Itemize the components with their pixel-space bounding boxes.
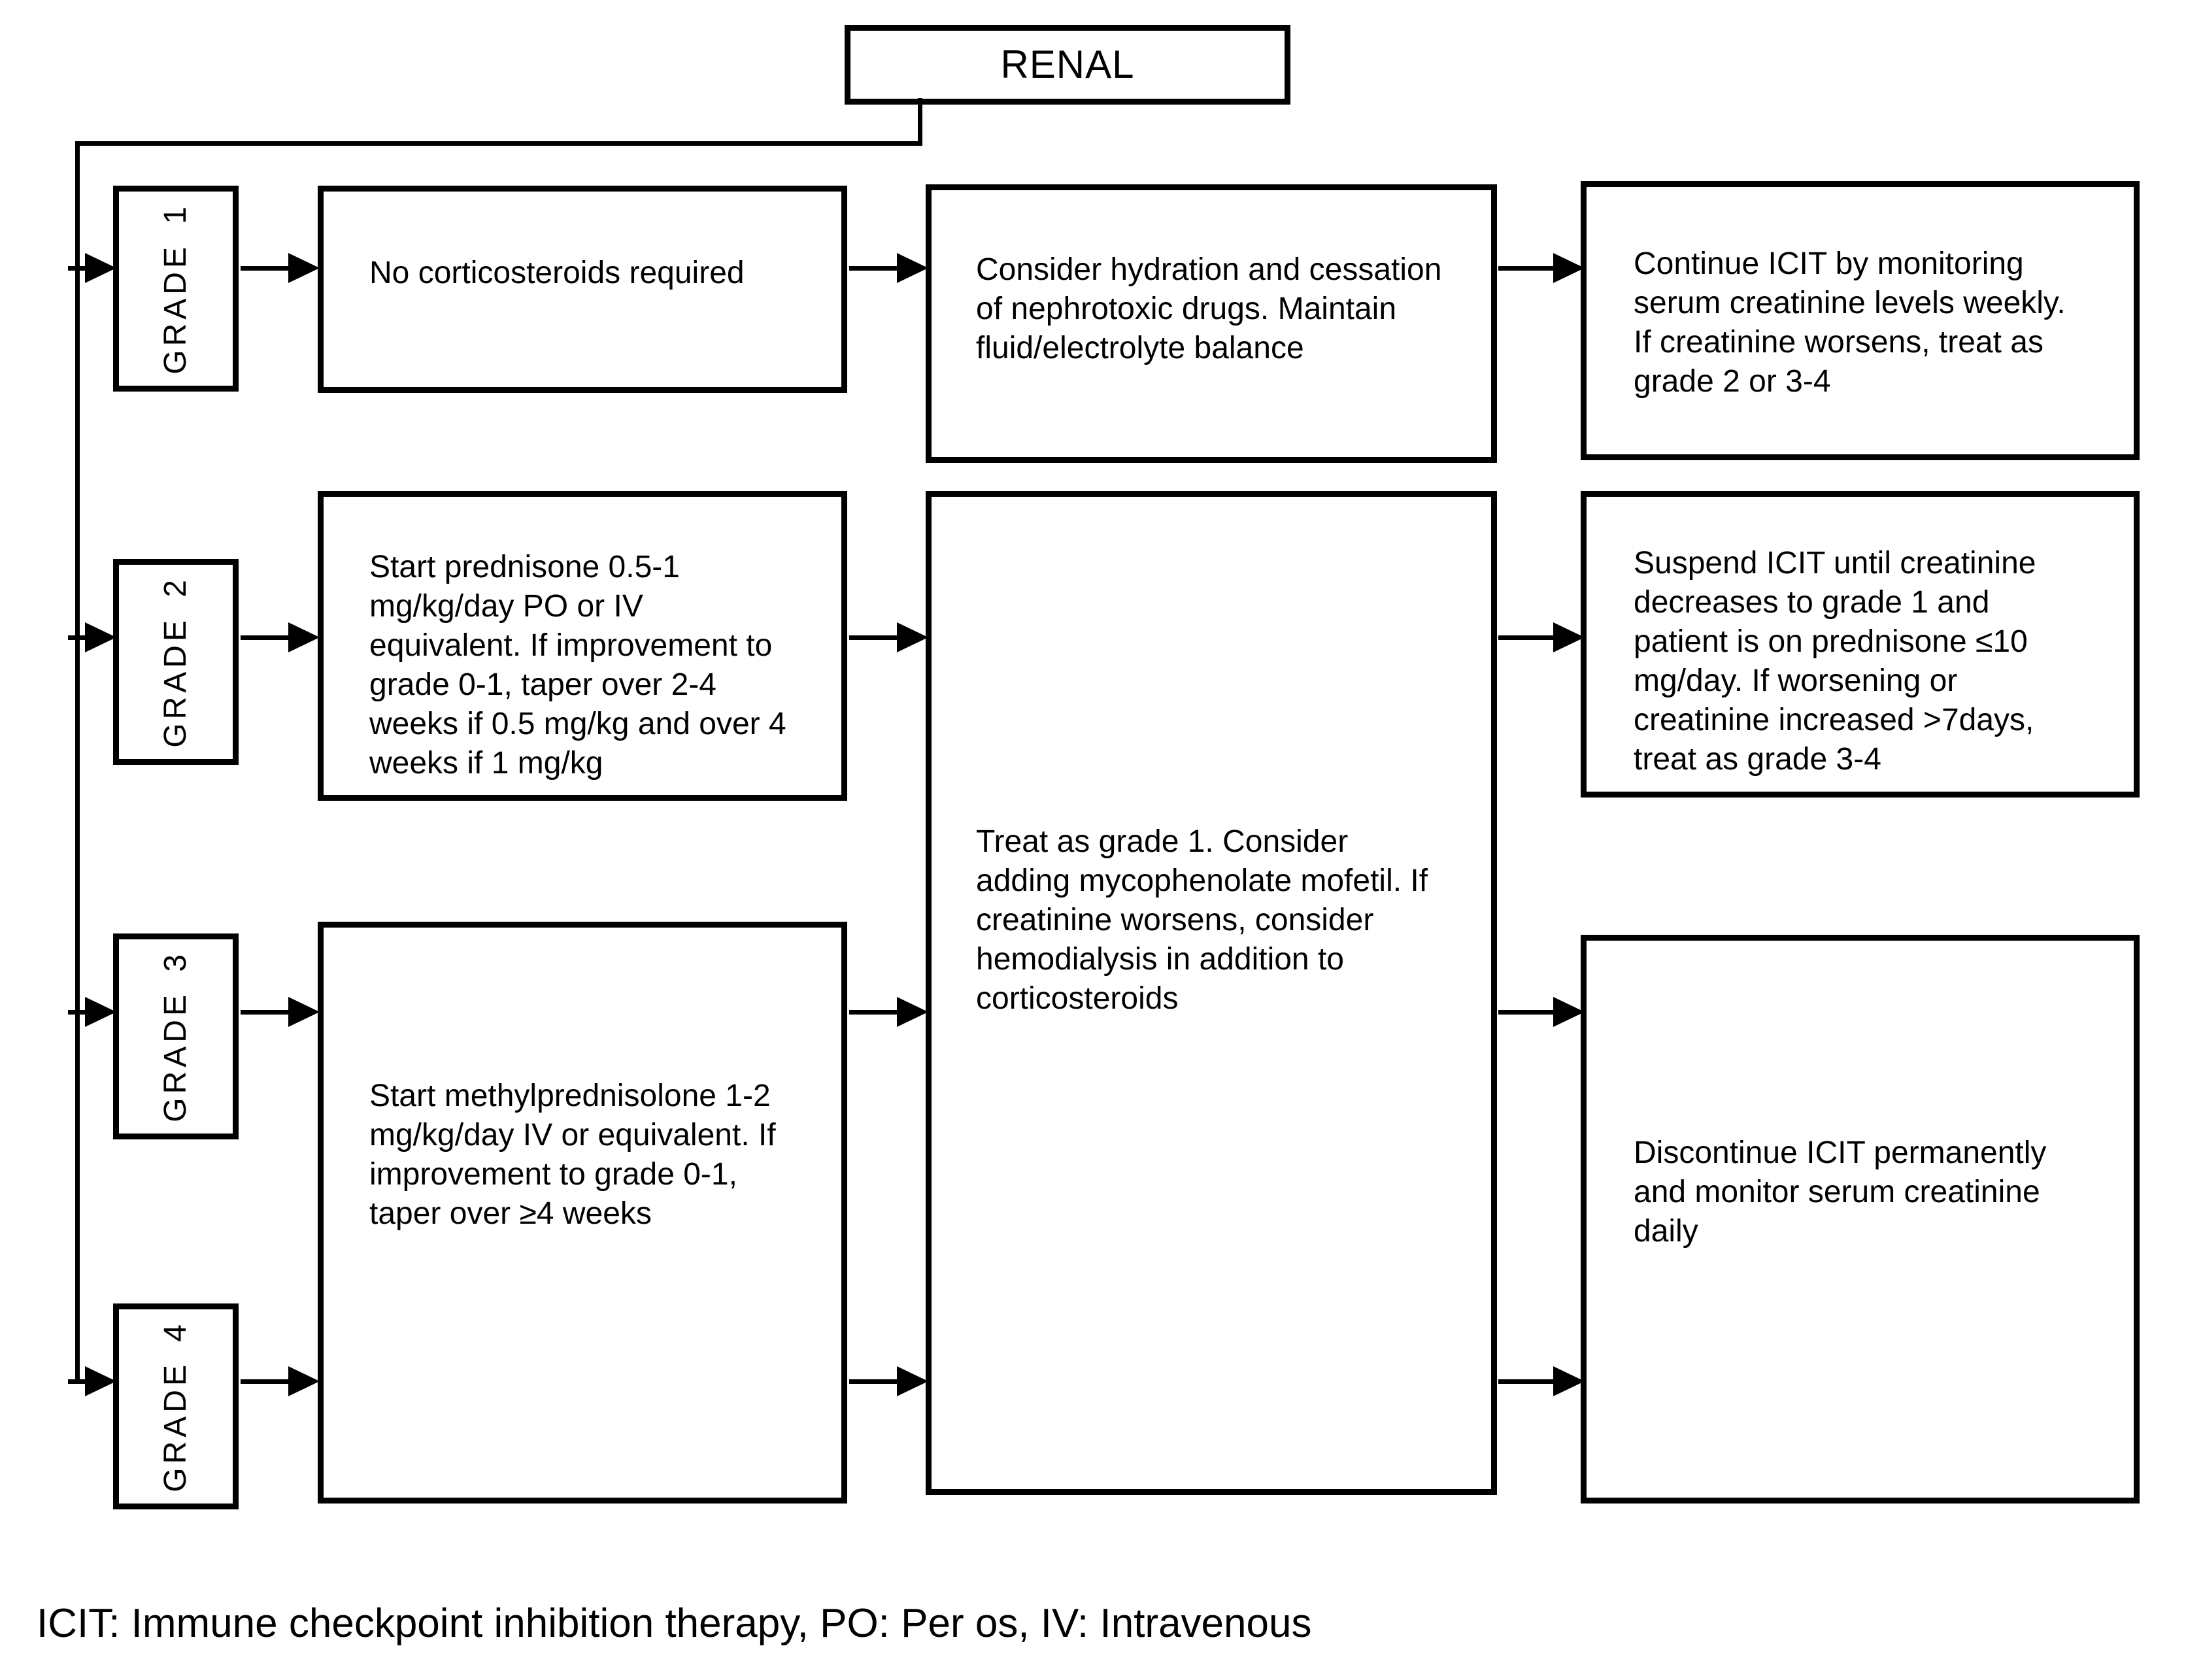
root-node-label: RENAL — [1000, 42, 1135, 86]
grade234-escalation-box: Treat as grade 1. Consider adding mycoph… — [926, 491, 1497, 1495]
grade2-treatment-text: Start prednisone 0.5-1 mg/kg/day PO or I… — [369, 550, 786, 781]
grade2-icit-decision-text: Suspend ICIT until creatinine decreases … — [1634, 546, 2036, 777]
connector-trunk-vertical-line — [75, 141, 80, 1384]
grade1-treatment-box: No corticosteroids required — [318, 186, 847, 393]
flow-arrow-trunk-to-grade1 — [68, 253, 116, 283]
connector-trunk-horizontal-line — [75, 141, 922, 146]
grade34-icit-decision-box: Discontinue ICIT permanently and monitor… — [1581, 935, 2140, 1504]
flow-arrow-trunk-to-grade2 — [68, 622, 116, 652]
grade-2-label: GRADE 2 — [158, 576, 193, 748]
grade34-treatment-box: Start methylprednisolone 1-2 mg/kg/day I… — [318, 922, 847, 1504]
flow-arrow-grade2-treatment-to-escalation — [849, 622, 928, 652]
flow-arrow-trunk-to-grade4 — [68, 1366, 116, 1396]
grade34-treatment-text: Start methylprednisolone 1-2 mg/kg/day I… — [369, 1079, 776, 1231]
flow-arrow-grade4-escalation-to-icit — [1498, 1366, 1585, 1396]
flow-arrow-grade4-to-treatment — [241, 1366, 320, 1396]
grade1-supportive-box: Consider hydration and cessation of neph… — [926, 184, 1497, 463]
grade-4-label: GRADE 4 — [158, 1320, 193, 1492]
connector-renal-drop-line — [918, 98, 922, 146]
grade2-treatment-box: Start prednisone 0.5-1 mg/kg/day PO or I… — [318, 491, 847, 801]
grade-3-label-box: GRADE 3 — [113, 933, 239, 1139]
flow-arrow-grade1-to-treatment — [241, 253, 320, 283]
flow-arrow-grade3-escalation-to-icit — [1498, 997, 1585, 1027]
grade234-escalation-text: Treat as grade 1. Consider adding mycoph… — [976, 824, 1428, 1016]
flow-arrow-grade4-treatment-to-escalation — [849, 1366, 928, 1396]
grade-1-label: GRADE 1 — [158, 203, 193, 375]
grade-2-label-box: GRADE 2 — [113, 559, 239, 765]
flow-arrow-trunk-to-grade3 — [68, 997, 116, 1027]
root-node-renal: RENAL — [845, 25, 1290, 105]
flow-arrow-grade2-to-treatment — [241, 622, 320, 652]
grade-3-label: GRADE 3 — [158, 950, 193, 1122]
grade1-supportive-text: Consider hydration and cessation of neph… — [976, 252, 1442, 365]
flow-arrow-grade2-escalation-to-icit — [1498, 622, 1585, 652]
flow-arrow-grade3-to-treatment — [241, 997, 320, 1027]
abbreviation-footnote: ICIT: Immune checkpoint inhibition thera… — [37, 1601, 1312, 1646]
grade-4-label-box: GRADE 4 — [113, 1303, 239, 1509]
flow-arrow-grade1-supportive-to-icit — [1498, 253, 1585, 283]
grade-1-label-box: GRADE 1 — [113, 186, 239, 392]
grade1-icit-decision-text: Continue ICIT by monitoring serum creati… — [1634, 246, 2066, 399]
grade34-icit-decision-text: Discontinue ICIT permanently and monitor… — [1634, 1135, 2047, 1249]
flow-arrow-grade1-treatment-to-supportive — [849, 253, 928, 283]
grade1-treatment-text: No corticosteroids required — [369, 256, 745, 290]
flow-arrow-grade3-treatment-to-escalation — [849, 997, 928, 1027]
grade1-icit-decision-box: Continue ICIT by monitoring serum creati… — [1581, 181, 2140, 460]
grade2-icit-decision-box: Suspend ICIT until creatinine decreases … — [1581, 491, 2140, 798]
